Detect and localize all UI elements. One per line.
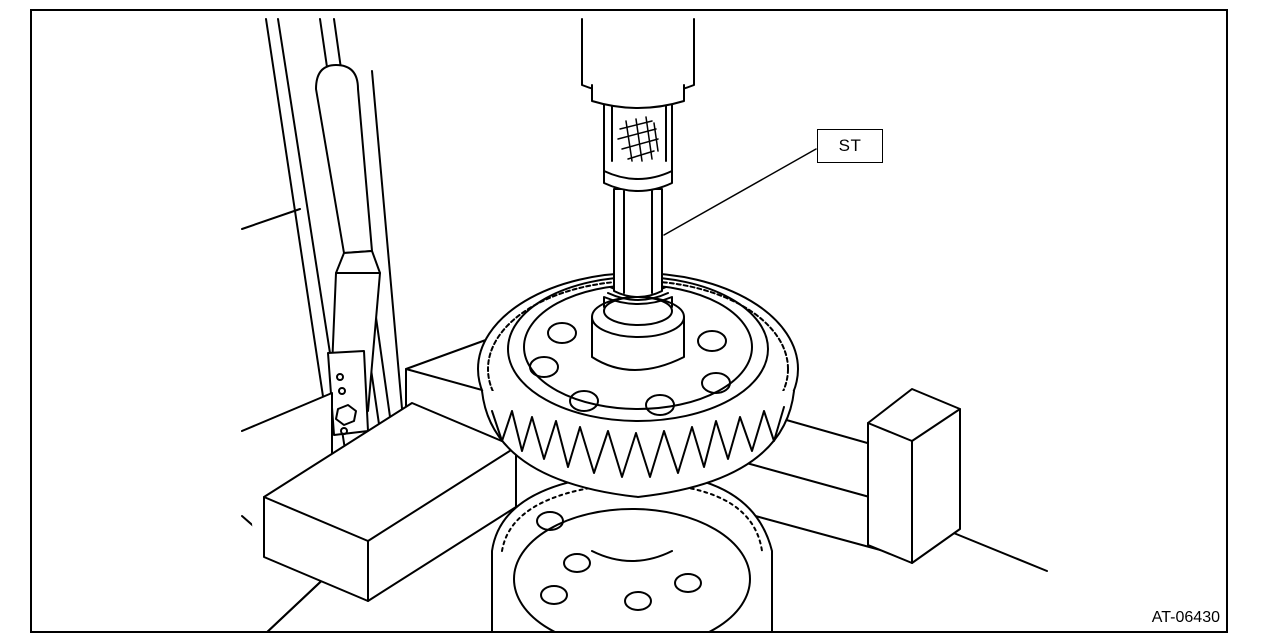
special-tool-collar [603,96,673,192]
callout-label-st: ST [817,129,883,163]
callout-text: ST [838,136,862,155]
press-block-right [867,388,961,564]
press-block-left [263,402,517,602]
gear-hub [591,286,685,371]
figure-frame: ST AT-06430 [30,9,1228,633]
special-tool-shaft [613,188,663,298]
callout-leader [663,148,817,236]
hex-bolt-icon [335,404,357,426]
upper-gear [477,272,799,498]
crosshatch-knurl-icon [617,116,659,162]
mounting-plate [327,350,369,436]
press-ram [581,18,695,109]
press-gear-illustration [241,18,1048,631]
figure-code: AT-06430 [1151,609,1220,626]
